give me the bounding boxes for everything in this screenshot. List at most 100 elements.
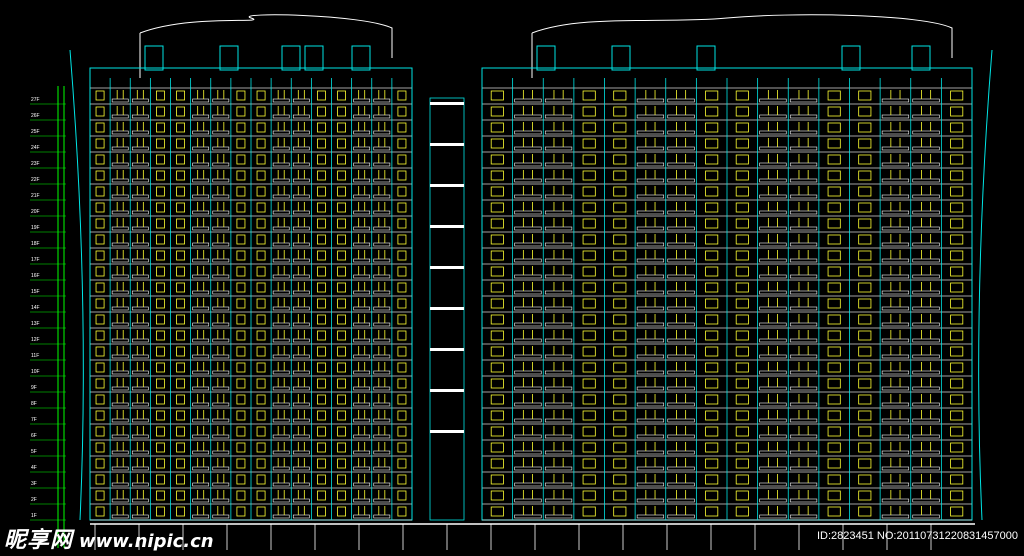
balcony-railing [272,418,290,423]
window [705,490,719,501]
balcony-railing [373,418,391,423]
balcony-railing [272,322,290,327]
floor-label: 20F [31,209,40,215]
window [337,490,346,501]
balcony-railing [192,178,210,183]
balcony-railing [353,418,371,423]
window [827,138,841,149]
window [397,506,407,517]
balcony-railing [881,386,910,391]
window [858,234,872,245]
window [613,266,627,277]
balcony-railing [789,194,818,199]
window [337,330,346,341]
ground-line [90,523,975,550]
balcony-railing [353,354,371,359]
window [858,314,872,325]
balcony-railing [111,386,129,391]
window [236,106,246,117]
window [705,138,719,149]
balcony-railing [636,290,665,295]
window [705,362,719,373]
balcony-railing [353,338,371,343]
balcony-railing [353,434,371,439]
window [735,122,749,133]
window [397,474,407,485]
balcony-railing [789,418,818,423]
window [827,362,841,373]
balcony-railing [192,194,210,199]
window [397,154,407,165]
floor-label: 24F [31,145,40,151]
window [950,234,964,245]
balcony-railing [131,498,149,503]
window [256,138,266,149]
watermark-site-name: 昵享网 [4,528,74,553]
balcony-railing [292,450,310,455]
window [156,426,165,437]
window [950,394,964,405]
balcony-railing [272,114,290,119]
balcony-railing [759,274,787,279]
roof-stair-box [611,45,631,71]
window [705,378,719,389]
balcony-railing [759,194,787,199]
balcony-railing [353,450,371,455]
balcony-railing [111,482,129,487]
window [156,458,165,469]
balcony-railing [636,386,665,391]
window [317,330,326,341]
window [705,90,719,101]
balcony-railing [759,258,787,263]
balcony-railing [272,482,290,487]
window [950,362,964,373]
balcony-railing [667,162,695,167]
window [950,266,964,277]
window [705,426,719,437]
balcony-railing [667,274,695,279]
window [317,442,326,453]
balcony-railing [789,370,818,375]
window [176,218,185,229]
balcony-railing [212,130,230,135]
window [582,282,596,293]
window [256,282,266,293]
balcony-railing [636,226,665,231]
window [582,250,596,261]
balcony-railing [759,210,787,215]
window [490,458,504,469]
window [256,170,266,181]
window [613,122,627,133]
window [236,490,246,501]
window [735,250,749,261]
balcony-railing [514,370,542,375]
floor-label: 21F [31,193,40,199]
balcony-railing [131,434,149,439]
balcony-railing [667,434,695,439]
balcony-railing [353,146,371,151]
balcony-railing [544,274,573,279]
window [705,298,719,309]
balcony-railing [111,466,129,471]
window [156,442,165,453]
floor-label: 25F [31,129,40,135]
window [613,506,627,517]
window [397,490,407,501]
balcony-railing [212,274,230,279]
window [95,410,105,421]
balcony-railing [544,450,573,455]
window [156,170,165,181]
window [397,202,407,213]
window [337,474,346,485]
balcony-railing [759,498,787,503]
window [735,410,749,421]
window [490,154,504,165]
balcony-railing [292,434,310,439]
window [256,202,266,213]
window [317,186,326,197]
balcony-railing [514,450,542,455]
balcony-railing [881,210,910,215]
balcony-railing [192,98,210,103]
balcony-railing [272,194,290,199]
window [827,106,841,117]
